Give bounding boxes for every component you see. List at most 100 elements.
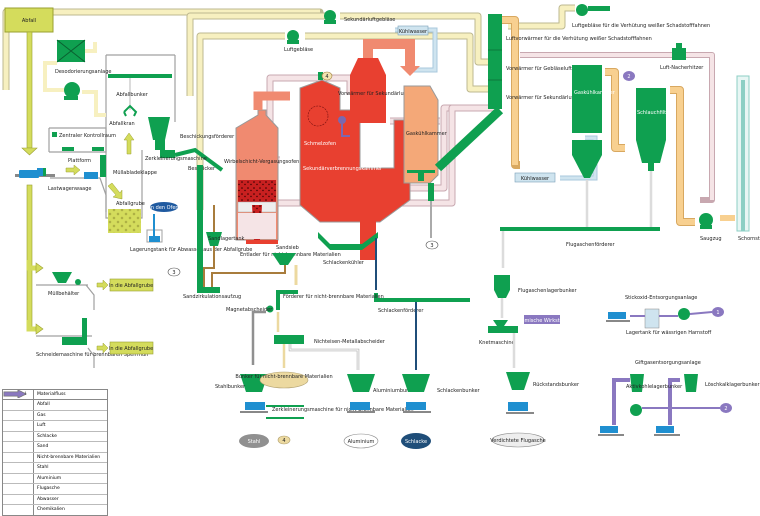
legend-item-label: Abwasser xyxy=(37,496,59,502)
legend-item-label: Sand xyxy=(37,444,49,450)
aluminium-bunker-label: Aluminiumbunker xyxy=(373,388,418,394)
legend-item: Luft xyxy=(3,390,107,432)
into-pit-box-2 xyxy=(109,341,154,355)
melting-furnace-label: Schmelzofen xyxy=(304,141,336,147)
legend-item: Sand xyxy=(3,390,107,453)
legend-item: Schlacke xyxy=(3,390,107,442)
fly-ash-storage-label: Flugaschenlagerbunker xyxy=(518,288,578,294)
waste-crane-icon xyxy=(123,104,138,117)
nox-removal-plant: Stickoxid-Entsorgungsanlage 1 Lagertank … xyxy=(606,295,724,336)
deodorizing-plant: Desodorierungsanlage xyxy=(43,39,111,117)
bag-filter: Schlauchfilter xyxy=(636,88,672,228)
legend-item: Stahl xyxy=(3,390,107,474)
legend-header-material: Materialfluss xyxy=(37,392,66,397)
fly-ash-treatment: Flugaschenlagerbunker Knetmaschine Chemi… xyxy=(479,275,580,448)
air-preheater-column: Luftvorwärmer für die Verhütung weißer S… xyxy=(488,14,652,109)
steel-output-label: Stahl xyxy=(248,439,261,445)
blower-air-preheater-label: Vorwärmer für Gebläseluft xyxy=(506,66,572,72)
shredder-label: Schneidemaschine für brennbaren Sperrmül… xyxy=(36,352,148,358)
svg-text:3: 3 xyxy=(430,243,433,249)
steel-bunker-label: Stahlbunker xyxy=(215,384,246,390)
legend-arrow-icon xyxy=(3,390,27,398)
feed-conveyor-label: Beschickungsförderer xyxy=(180,134,235,140)
aluminium-bunker: Aluminiumbunker Aluminium xyxy=(343,374,418,449)
slag-bunker-label: Schlackenbunker xyxy=(437,388,481,394)
legend-item-label: Gas xyxy=(37,412,46,418)
nonferrous-separator-label: Nichteisen-Metallabscheider xyxy=(314,339,386,345)
svg-text:2: 2 xyxy=(724,406,727,412)
nonburn-crusher-label: Zerkleinerungsmaschine für nicht-brennba… xyxy=(272,407,414,413)
control-room-icon xyxy=(52,132,57,137)
sand-tank-label: Sandlagertank xyxy=(208,236,245,242)
waste-container: Müllbehälter xyxy=(36,272,95,310)
steel-bunker: Stahlbunker Stahl xyxy=(215,374,269,448)
svg-text:2: 2 xyxy=(627,74,630,80)
crane-rail xyxy=(108,74,172,78)
waste-crane-label: Abfallkran xyxy=(109,121,134,127)
plume-air-blower-label: Luftgebläse für die Verhütung weißer Sch… xyxy=(572,23,710,29)
sand-elevator-label: Sandzirkulationsaufzug xyxy=(183,294,241,300)
into-pit-box-1 xyxy=(109,278,154,292)
bag-filter-label: Schlauchfilter xyxy=(637,110,672,116)
wastewater-tank-label: Lagerungstank für Abwasser aus der Abfal… xyxy=(130,247,252,253)
secondary-air-blower: Sekundärluftgebläse xyxy=(324,10,395,24)
nox-plant-label: Stickoxid-Entsorgungsanlage xyxy=(625,295,697,301)
gas-cooling-chamber-2-label: Gaskühlkammer xyxy=(574,90,616,96)
legend-item-label: Stahl xyxy=(37,465,49,471)
platform-label: Plattform xyxy=(68,158,91,164)
waste-container-label: Müllbehälter xyxy=(48,291,80,297)
chemicals-label: Chemische Wirkstoffe xyxy=(515,318,570,324)
legend-item-label: Flugasche xyxy=(37,486,60,492)
slag-cooler-label: Schlackenkühler xyxy=(323,260,365,266)
waste-pit-label: Abfallgrube xyxy=(116,201,145,207)
legend-item-label: Nicht-brennbare Materialien xyxy=(37,454,101,460)
toxic-gas-plant: Giftgasentsorgungsanlage Aktivkohlelager… xyxy=(598,360,760,436)
air-blower-label: Luftgebläse xyxy=(284,47,313,53)
legend-item: Aluminium xyxy=(3,390,107,484)
air-reheater: Luft-Nacherhitzer xyxy=(660,43,704,71)
sand-system: Sandlagertank Sandzirkulationsaufzug 3 S… xyxy=(167,165,341,300)
nonburn-bunker: Bunker für nicht-brennbare Materialien Z… xyxy=(235,371,414,445)
waste-bunker-label: Abfallbunker xyxy=(116,92,149,98)
toxic-gas-plant-label: Giftgasentsorgungsanlage xyxy=(635,360,701,366)
nonburn-conveyor-label: Förderer für nicht-brennbare Materialien xyxy=(283,294,384,300)
legend-item: Nicht-brennbare Materialien xyxy=(3,390,107,463)
legend-item-label: Schlacke xyxy=(37,433,57,439)
air-preheater-plume-label: Luftvorwärmer für die Verhütung weißer S… xyxy=(506,36,652,42)
air-reheater-label: Luft-Nacherhitzer xyxy=(660,65,704,71)
secondary-air-blower-label: Sekundärluftgebläse xyxy=(344,17,395,23)
svg-text:In die Abfallgrube: In die Abfallgrube xyxy=(109,346,153,352)
fly-ash-conveyor-label: Flugaschenförderer xyxy=(566,242,615,248)
legend-item: Abwasser xyxy=(3,390,107,505)
waste-flow: Abfall xyxy=(4,7,54,335)
svg-text:4: 4 xyxy=(325,74,328,80)
dump-flap-label: Müllabladeklappe xyxy=(113,170,157,176)
svg-text:1: 1 xyxy=(716,310,719,316)
gas-cooling-chamber-1: 3 Gaskühlkammer Kühlwasser xyxy=(397,25,504,250)
slag-bunker: Schlackenbunker Schlacke xyxy=(401,374,481,449)
air-blower: Luftgebläse xyxy=(284,30,313,53)
non-combustible-processing: Förderer für nicht-brennbare Materialien… xyxy=(226,265,386,370)
legend-item-label: Abfall xyxy=(37,402,50,408)
deodorizing-label: Desodorierungsanlage xyxy=(55,69,111,75)
melting-furnace: Schmelzofen Sekundärverbrennungskammer V… xyxy=(299,39,420,260)
waste-pit xyxy=(108,209,141,233)
to-furnace-label: In den Ofen xyxy=(149,205,178,211)
slag-output-label: Schlacke xyxy=(405,439,427,445)
process-diagram: Abfall Lastwagenwaage Abfallbunker Abfal… xyxy=(2,4,760,449)
legend-item-label: Luft xyxy=(37,423,46,429)
slag-conveyor-label: Schlackenförderer xyxy=(378,308,424,314)
legend-item-label: Aluminium xyxy=(37,475,62,481)
legend-item: Flugasche xyxy=(3,390,107,495)
crusher-feeder: Zerkleinerungsmaschine Beschickungsförde… xyxy=(145,117,235,172)
legend-item: Abfall xyxy=(3,390,107,411)
control-room-label: Zentraler Kontrollraum xyxy=(59,133,116,139)
svg-text:In die Abfallgrube: In die Abfallgrube xyxy=(109,283,153,289)
plume-air-blower: Luftgebläse für die Verhütung weißer Sch… xyxy=(572,4,710,29)
induced-draft-label: Saugzug xyxy=(700,236,722,242)
secondary-combustion-label: Sekundärverbrennungskammer xyxy=(303,166,383,172)
urea-tank-label: Lagertank für wässrigen Harnstoff xyxy=(626,330,712,336)
aluminium-output-label: Aluminium xyxy=(348,439,375,445)
truck-scale-label: Lastwagenwaage xyxy=(48,186,91,192)
fluidized-bed-gasifier: Wirbelschicht-Vergasungsofen xyxy=(224,91,299,241)
